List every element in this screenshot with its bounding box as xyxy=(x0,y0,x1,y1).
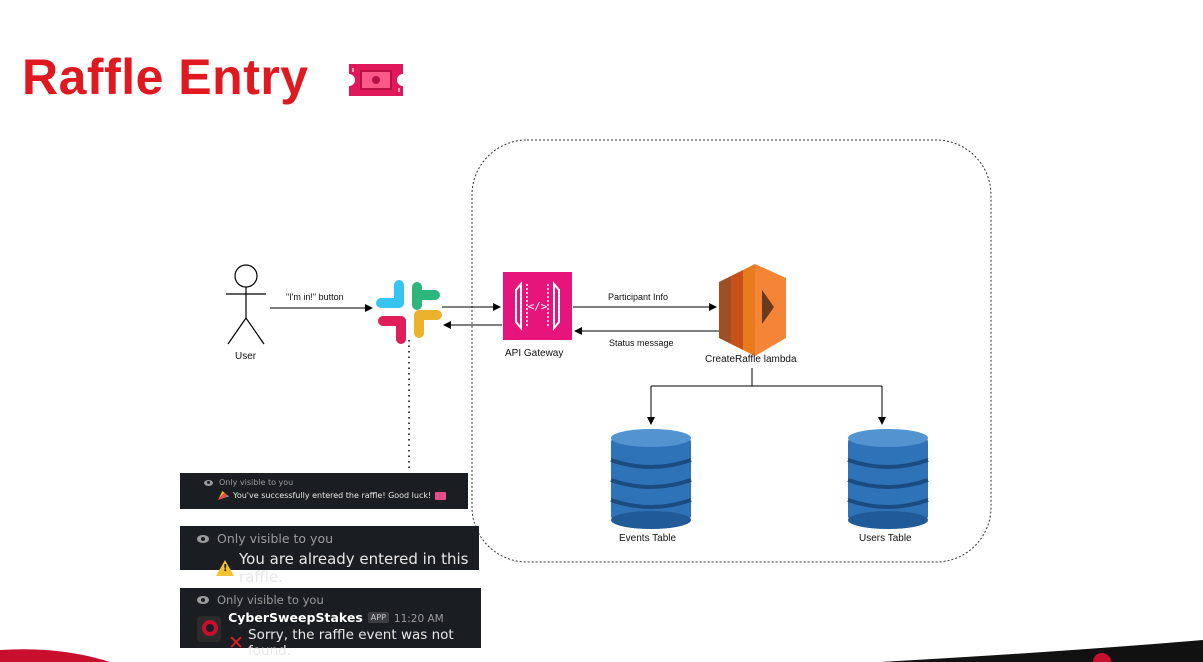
not-found-text: Sorry, the raffle event was not found. xyxy=(248,627,454,659)
visibility-label: Only visible to you xyxy=(217,531,334,546)
bot-avatar xyxy=(197,616,222,642)
eye-icon xyxy=(204,479,213,486)
dynamodb-icon xyxy=(847,429,929,529)
api-gateway-icon: </> xyxy=(503,272,572,340)
ticket-icon xyxy=(349,64,403,96)
api-gateway-label: API Gateway xyxy=(505,348,563,359)
app-badge: APP xyxy=(367,612,389,623)
not-found-message-panel: Only visible to you CyberSweepStakes APP 1… xyxy=(180,588,481,659)
success-message-panel: Only visible to you You've successfully … xyxy=(180,473,468,509)
dynamodb-icon xyxy=(610,429,692,529)
svg-text:</>: </> xyxy=(528,300,548,313)
users-table-label: Users Table xyxy=(859,533,912,544)
visibility-label: Only visible to you xyxy=(219,478,294,487)
success-text: You've successfully entered the raffle! … xyxy=(233,491,432,500)
timestamp[interactable]: 11:20 AM xyxy=(393,613,444,625)
eye-icon xyxy=(197,596,209,604)
user-label: User xyxy=(235,351,257,362)
slack-logo-icon xyxy=(376,280,442,344)
events-table-label: Events Table xyxy=(619,533,677,544)
warning-icon: ! xyxy=(216,560,234,576)
already-entered-text: You are already entered in this raffle. xyxy=(239,550,469,586)
footer-band xyxy=(0,640,1203,662)
aws-boundary xyxy=(471,139,992,563)
status-message-label: Status message xyxy=(609,338,674,348)
ticket-icon xyxy=(435,491,447,500)
button-label: "I'm in!" button xyxy=(286,292,344,302)
participant-info-label: Participant Info xyxy=(608,292,668,302)
visibility-label: Only visible to you xyxy=(217,593,324,607)
cross-mark-icon: ✕ xyxy=(228,632,245,654)
already-entered-message-panel: Only visible to you ! You are already ent… xyxy=(180,526,479,586)
lambda-icon xyxy=(719,264,786,356)
lambda-label: CreateRaffle lambda xyxy=(705,354,797,365)
eye-icon xyxy=(197,534,209,543)
bot-name[interactable]: CyberSweepStakes xyxy=(228,610,363,625)
person-icon xyxy=(226,264,266,345)
page-title: Raffle Entry xyxy=(22,49,309,105)
party-popper-icon xyxy=(218,491,229,500)
